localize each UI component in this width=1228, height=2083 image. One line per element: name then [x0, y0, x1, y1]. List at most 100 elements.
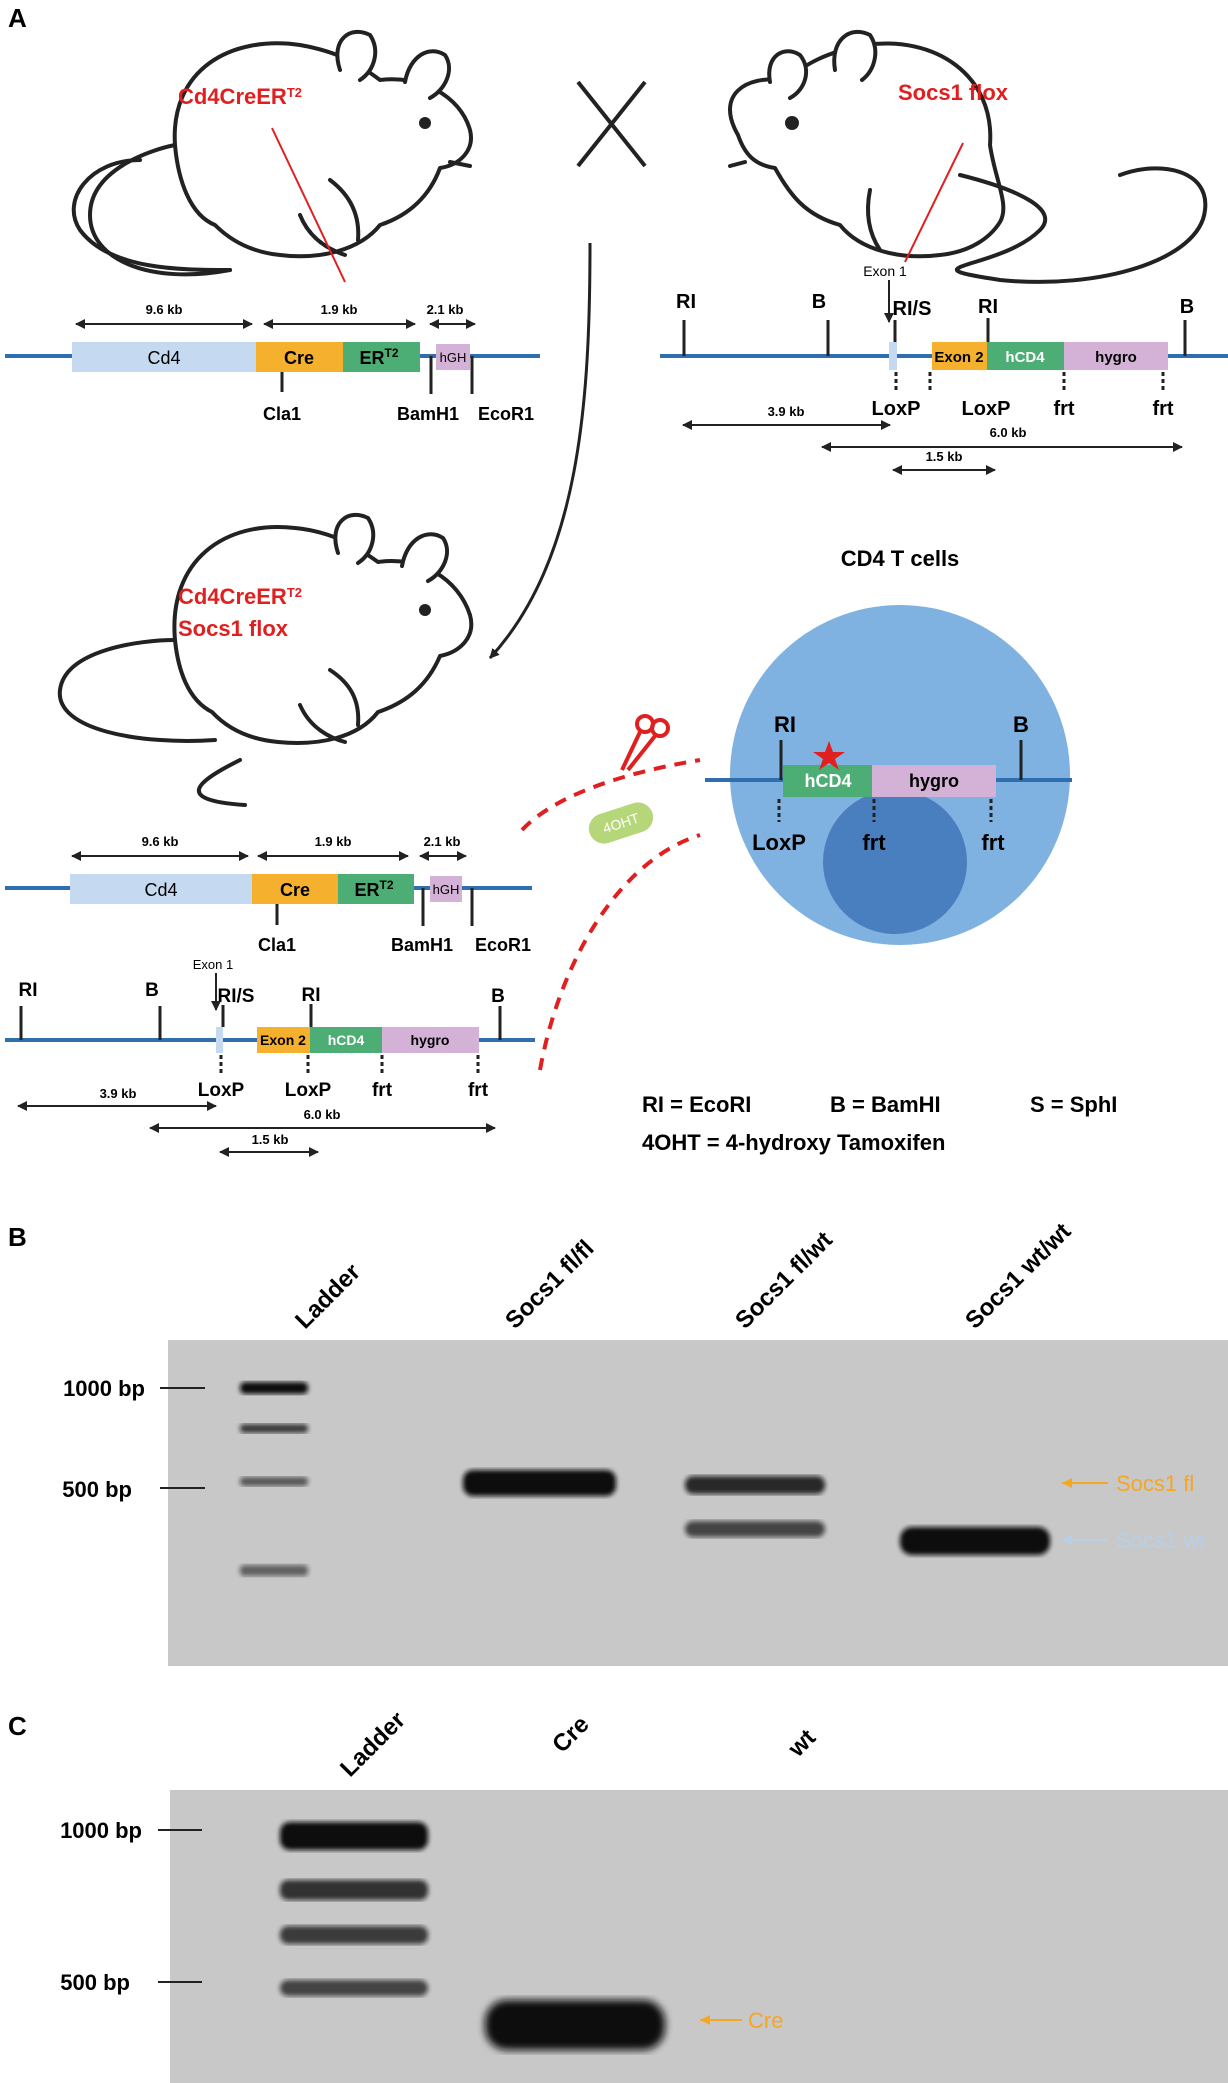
- distance-label: 3.9 kb: [100, 1086, 137, 1101]
- hygro-block-label: hygro: [1095, 349, 1137, 366]
- panel-c-label: C: [8, 1711, 27, 1741]
- frt-label: frt: [981, 830, 1005, 855]
- 4oht-pill: 4OHT: [588, 802, 654, 844]
- hgh-block-label: hGH: [433, 882, 460, 897]
- mouse-parent1-tail: [71, 158, 232, 272]
- marker-label: 500 bp: [60, 1970, 130, 1995]
- exon1-label: Exon 1: [193, 957, 233, 972]
- ecor1-site-label: EcoR1: [475, 935, 531, 955]
- exon1-label: Exon 1: [863, 263, 907, 279]
- er-block-label: ERT2: [354, 878, 393, 900]
- hcd4-block-label: hCD4: [1005, 349, 1045, 366]
- site-label-ri: RI: [676, 291, 696, 313]
- cre-block-label: Cre: [284, 348, 314, 368]
- dashed-link-top: [520, 758, 701, 832]
- cre-block-label: Cre: [280, 880, 310, 900]
- socs1-fl-arrow-label: Socs1 fl: [1116, 1471, 1194, 1496]
- hgh-block-label: hGH: [440, 350, 467, 365]
- distance-label: 3.9 kb: [768, 404, 805, 419]
- exon2-block-label: Exon 2: [260, 1032, 306, 1048]
- site-label-b2: B: [491, 986, 505, 1007]
- gel-c-bands: [280, 1822, 665, 2050]
- hygro-block-label: hygro: [909, 771, 959, 791]
- distance-label: 1.5 kb: [252, 1132, 289, 1147]
- gel-c-lane-label: wt: [782, 1724, 821, 1763]
- mouse-offspring-label-1: Cd4CreERT2: [178, 584, 302, 609]
- distance-label: 9.6 kb: [146, 302, 183, 317]
- distance-label: 6.0 kb: [990, 425, 1027, 440]
- marker-label: 1000 bp: [60, 1818, 142, 1843]
- tcell-title: CD4 T cells: [841, 546, 960, 571]
- bamh1-site-label: BamH1: [391, 935, 453, 955]
- frt-label: frt: [862, 830, 886, 855]
- gel-c-lane-label: Ladder: [335, 1707, 411, 1783]
- site-label-b: B: [145, 980, 159, 1001]
- distance-label: 2.1 kb: [427, 302, 464, 317]
- mouse-offspring-illustration: [57, 512, 474, 807]
- legend-ri: RI = EcoRI: [642, 1092, 751, 1117]
- tcell-construct: hCD4 hygro RI B LoxP frt frt: [705, 712, 1072, 855]
- frt-label: frt: [1053, 398, 1074, 420]
- gel-b-lane-label: Ladder: [290, 1259, 366, 1335]
- site-label-ri2: RI: [978, 296, 998, 318]
- distance-label: 6.0 kb: [304, 1107, 341, 1122]
- panel-b-label: B: [8, 1222, 27, 1252]
- mouse-offspring-label-2: Socs1 flox: [178, 616, 289, 641]
- socs1-construct-bottom: Exon 2 hCD4 hygro RI B RI/S RI B Exon 1 …: [5, 957, 535, 1157]
- bamh1-site-label: BamH1: [397, 404, 459, 424]
- socs1-construct-top: Exon 2 hCD4 hygro RI B RI/S RI B Exon 1 …: [660, 263, 1228, 475]
- ecor1-site-label: EcoR1: [478, 404, 534, 424]
- gel-b-bands: [240, 1382, 1050, 1576]
- mouse-parent1-pointer: [271, 127, 346, 283]
- gel-c-markers: 1000 bp 500 bp: [60, 1818, 202, 1995]
- cd4-construct-top: Cd4 Cre ERT2 hGH Cla1 BamH1 EcoR1 9.6 kb…: [5, 302, 540, 424]
- er-block-label: ERT2: [359, 346, 398, 368]
- loxp-label: LoxP: [872, 398, 921, 420]
- gel-b-lane-label: Socs1 fl/fl: [500, 1235, 599, 1334]
- distance-label: 2.1 kb: [424, 834, 461, 849]
- hcd4-block-label: hCD4: [328, 1032, 365, 1048]
- loxp-label: LoxP: [962, 398, 1011, 420]
- frt-label: frt: [468, 1080, 489, 1101]
- cd4-construct-bottom: Cd4 Cre ERT2 hGH Cla1 BamH1 EcoR1 9.6 kb…: [5, 834, 532, 955]
- frt-label: frt: [1152, 398, 1173, 420]
- hygro-block-label: hygro: [411, 1032, 450, 1048]
- gel-b-arrows: Socs1 fl Socs1 wt: [1062, 1471, 1205, 1553]
- site-label-ri: RI: [19, 980, 38, 1001]
- hcd4-block-label: hCD4: [804, 771, 851, 791]
- site-label-b: B: [812, 291, 826, 313]
- marker-label: 500 bp: [62, 1477, 132, 1502]
- mouse-parent1-illustration: [88, 29, 473, 277]
- gel-b-markers: 1000 bp 500 bp: [62, 1376, 205, 1502]
- loxp-label: LoxP: [285, 1080, 332, 1101]
- mutation-star-icon: [813, 741, 845, 770]
- socs1-wt-arrow-label: Socs1 wt: [1116, 1528, 1205, 1553]
- exon2-block-label: Exon 2: [934, 349, 983, 366]
- cla1-site-label: Cla1: [263, 404, 301, 424]
- mouse-parent1-label: Cd4CreERT2: [178, 84, 302, 109]
- cross-symbol: [576, 80, 647, 168]
- gel-c-arrows: Cre: [700, 2008, 783, 2033]
- distance-label: 1.9 kb: [321, 302, 358, 317]
- mouse-parent2-illustration: [728, 29, 1208, 284]
- marker-label: 1000 bp: [63, 1376, 145, 1401]
- distance-label: 1.9 kb: [315, 834, 352, 849]
- site-label-b2: B: [1180, 296, 1194, 318]
- panel-a-label: A: [8, 3, 27, 33]
- cd4-block-label: Cd4: [144, 880, 177, 900]
- mouse-parent2-pointer: [904, 142, 964, 263]
- cre-arrow-label: Cre: [748, 2008, 783, 2033]
- distance-label: 9.6 kb: [142, 834, 179, 849]
- distance-label: 1.5 kb: [926, 449, 963, 464]
- tcell-nucleus: [823, 790, 967, 934]
- gel-b-image: [168, 1340, 1228, 1666]
- site-label-ris: RI/S: [893, 298, 932, 320]
- frt-label: frt: [372, 1080, 393, 1101]
- cla1-site-label: Cla1: [258, 935, 296, 955]
- site-label-ri2: RI: [302, 985, 321, 1006]
- loxp-label: LoxP: [198, 1080, 245, 1101]
- cd4-block-label: Cd4: [147, 348, 180, 368]
- legend-b: B = BamHI: [830, 1092, 941, 1117]
- legend-4oht: 4OHT = 4-hydroxy Tamoxifen: [642, 1130, 945, 1155]
